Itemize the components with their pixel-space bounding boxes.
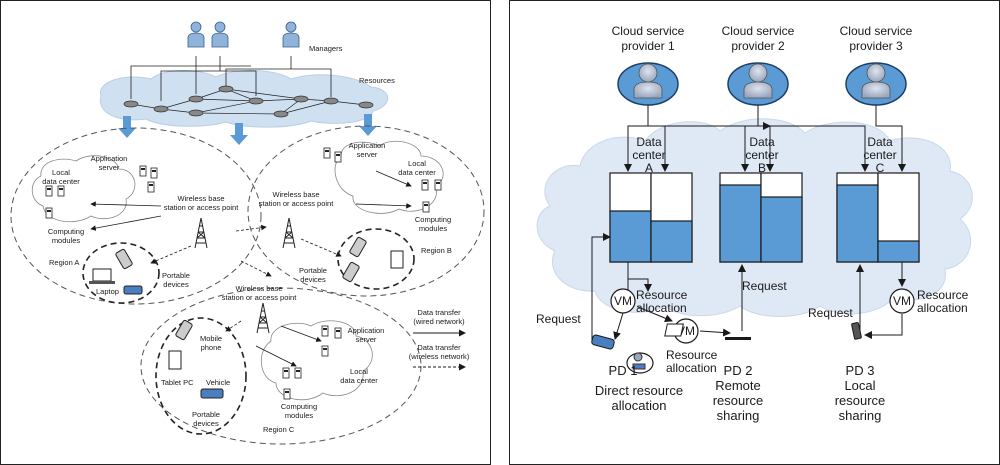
- region-b-boundary: [247, 125, 485, 297]
- laptop-label: Laptop: [96, 287, 119, 296]
- network-architecture-diagram: Managers Resources: [10, 21, 485, 445]
- region-c-boundary: [140, 287, 422, 445]
- user-icon: [845, 62, 907, 106]
- portable-devices-c: [155, 317, 247, 435]
- phone-icon: [115, 248, 133, 270]
- network-architecture-panel: Managers Resources: [0, 0, 491, 465]
- tablet-user-icon: [626, 352, 654, 374]
- manager-icon: [282, 21, 300, 48]
- resources-label: Resources: [359, 76, 395, 85]
- laptop-icon: [664, 323, 751, 340]
- antenna-tower-icon: [256, 302, 270, 334]
- region-c-label: Region C: [263, 425, 295, 434]
- portable-devices-a: [82, 242, 160, 304]
- phone-icon: [851, 322, 862, 340]
- data-center-b: [719, 172, 803, 263]
- request-label-1: Request: [536, 312, 581, 326]
- managers-label: Managers: [309, 44, 343, 53]
- local-dc-cloud-a: [31, 155, 136, 223]
- downlink-arrows: [118, 114, 377, 145]
- vehicle-label: Vehicle: [206, 378, 230, 387]
- portable-devices-b: [337, 228, 415, 290]
- user-icon: [727, 62, 789, 106]
- car-icon: [591, 334, 615, 350]
- legend-wireless-label: Data transfer(wireless network): [409, 343, 470, 361]
- resources-cloud: [99, 69, 389, 128]
- region-a-boundary: [10, 127, 262, 305]
- tablet-icon: [390, 250, 404, 269]
- manager-icon: [187, 21, 205, 48]
- laptop-icon: [92, 268, 112, 282]
- region-a-label: Region A: [49, 258, 79, 267]
- user-icon: [617, 62, 679, 106]
- antenna-tower-icon: [194, 217, 208, 249]
- phone-icon: [342, 261, 360, 283]
- manager-links: [130, 56, 332, 101]
- data-center-c: [836, 172, 920, 263]
- wireless-links: [150, 224, 342, 332]
- vm-node-3: VM: [889, 288, 915, 314]
- car-icon: [200, 388, 224, 399]
- local-dc-cloud-c: [261, 320, 373, 401]
- tablet-icon: [168, 350, 182, 370]
- wired-links: [90, 170, 412, 367]
- car-icon: [123, 285, 143, 295]
- data-center-a: [609, 172, 693, 263]
- legend-wired-label: Data transfer(wired network): [413, 308, 465, 326]
- region-b-label: Region B: [421, 246, 452, 255]
- request-label-2: Request: [742, 279, 787, 293]
- antenna-tower-icon: [282, 217, 296, 249]
- provider-links: [624, 105, 906, 172]
- svg-text:VM: VM: [614, 294, 632, 308]
- request-flows: [591, 233, 906, 342]
- phone-icon: [349, 236, 367, 258]
- vm-node-1: VM: [610, 288, 636, 314]
- laptop-icon-base: [89, 281, 115, 284]
- manager-icon: [211, 21, 229, 48]
- phone-icon: [175, 319, 193, 341]
- svg-text:VM: VM: [893, 294, 911, 308]
- tablet-label: Tablet PC: [161, 378, 194, 387]
- request-label-3: Request: [808, 306, 853, 320]
